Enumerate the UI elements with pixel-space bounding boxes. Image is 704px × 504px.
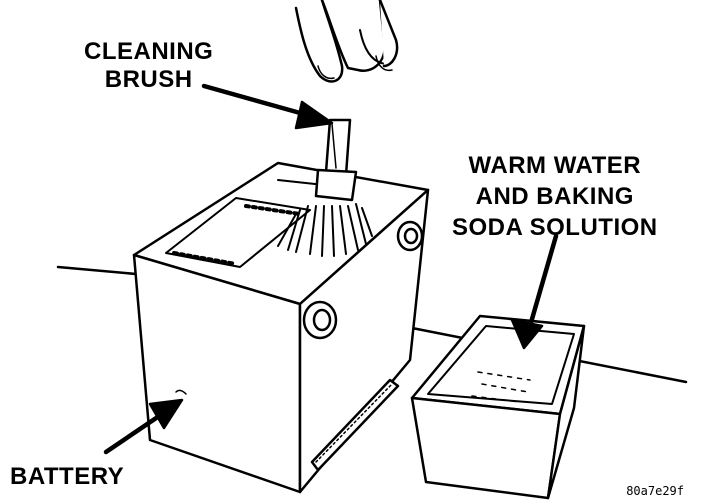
brush-handle [324, 118, 352, 177]
solution-label: WARM WATER AND BAKING SODA SOLUTION [452, 150, 658, 243]
cleaning-brush-label-line-2: BRUSH [104, 66, 193, 93]
arrow-solution [510, 233, 559, 350]
cleaning-brush [277, 118, 373, 257]
figure-code: 80a7e29f [626, 484, 684, 498]
battery-label: BATTERY [10, 463, 125, 490]
cleaning-brush-label: CLEANING BRUSH [84, 38, 213, 94]
solution-label-line-2: AND BAKING [475, 183, 634, 210]
table-edge-left [56, 265, 138, 276]
battery [132, 161, 430, 494]
hand [294, 0, 399, 83]
battery-terminal-front [302, 300, 338, 340]
brush-bristles [277, 203, 373, 257]
solution-label-line-1: WARM WATER [468, 152, 642, 179]
arrow-brush [201, 83, 334, 130]
battery-side-handle [310, 378, 400, 472]
hand-finger-3 [378, 0, 399, 68]
tray-front [410, 396, 562, 500]
brush-ferrule [314, 168, 358, 202]
solution-label-line-3: SODA SOLUTION [452, 214, 658, 241]
solution-tray [410, 314, 586, 500]
battery-side [298, 188, 430, 494]
tray-inner [427, 325, 575, 405]
cleaning-brush-label-line-1: CLEANING [84, 38, 214, 65]
battery-terminal-back [396, 220, 424, 252]
tray-side [546, 324, 586, 500]
arrow-battery [103, 398, 184, 455]
